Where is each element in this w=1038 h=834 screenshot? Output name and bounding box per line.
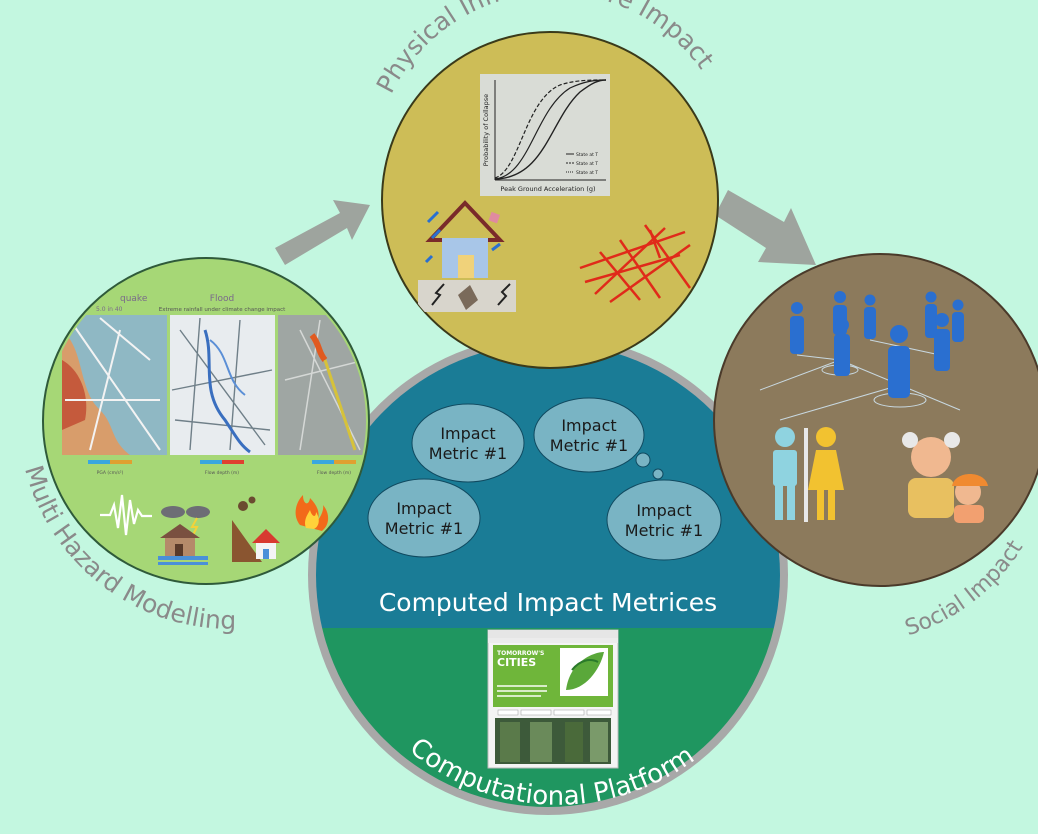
metric-bubble-2-line1: Impact bbox=[561, 416, 616, 435]
hazard-map-title-quake: quake bbox=[120, 294, 148, 304]
metric-bubble-3-line2: Metric #1 bbox=[385, 519, 463, 538]
people-network-icon bbox=[759, 291, 964, 421]
hazard-map-caption-quake: PGA (cm/s²) bbox=[97, 470, 124, 476]
fragility-legend-3: State at T bbox=[576, 170, 598, 176]
metric-bubble-1: Impact Metric #1 bbox=[411, 403, 525, 483]
fragility-curve-chart: Probability of Collapse Peak Ground Acce… bbox=[480, 74, 610, 196]
metric-bubble-3-line1: Impact bbox=[396, 499, 451, 518]
landslide-house-icon bbox=[232, 496, 280, 562]
computed-metrics-label: Computed Impact Metrices bbox=[379, 588, 717, 617]
platform-window: TOMORROW'S CITIES bbox=[487, 629, 619, 769]
metric-bubble-2-line2: Metric #1 bbox=[550, 436, 628, 455]
hazard-circle: quake 5.0 in 40 Flood Extreme rainfall u… bbox=[42, 257, 370, 585]
metric-bubble-3: Impact Metric #1 bbox=[367, 478, 481, 558]
hazard-map-quake bbox=[62, 315, 167, 455]
thought-trail-dots bbox=[635, 452, 664, 480]
metric-bubble-4-line1: Impact bbox=[636, 501, 691, 520]
fragility-ylabel: Probability of Collapse bbox=[482, 94, 490, 166]
hazard-map-title-flood: Flood bbox=[210, 294, 234, 304]
hazard-map-debris bbox=[278, 315, 366, 455]
hazard-map-flood bbox=[170, 315, 275, 455]
hazard-map-caption-debris: Flow depth (m) bbox=[317, 470, 351, 476]
metric-bubble-1-line1: Impact bbox=[440, 424, 495, 443]
seismic-wave-icon bbox=[100, 494, 152, 536]
platform-logo-line2: CITIES bbox=[497, 656, 536, 669]
metric-bubbles: Impact Metric #1 Impact Metric #1 Impact… bbox=[367, 397, 722, 561]
fragility-xlabel: Peak Ground Acceleration (g) bbox=[500, 185, 595, 193]
infrastructure-circle: Probability of Collapse Peak Ground Acce… bbox=[381, 31, 719, 369]
gender-icon bbox=[773, 427, 844, 522]
metric-bubble-1-line2: Metric #1 bbox=[429, 444, 507, 463]
metric-bubble-2: Impact Metric #1 bbox=[533, 397, 645, 473]
hazard-map-subtitle-flood: Extreme rainfall under climate change im… bbox=[159, 307, 286, 313]
hazard-map-subtitle-quake: 5.0 in 40 bbox=[96, 306, 123, 313]
hazard-map-caption-flood: Flow depth (m) bbox=[205, 470, 239, 476]
platform-logo-line1: TOMORROW'S bbox=[497, 650, 544, 657]
metric-bubble-4-line2: Metric #1 bbox=[625, 521, 703, 540]
damaged-house-icon bbox=[418, 200, 516, 312]
hazard-map-colorbars bbox=[88, 460, 356, 464]
fire-icon bbox=[295, 495, 329, 531]
social-circle bbox=[713, 253, 1038, 587]
elderly-child-icon bbox=[902, 432, 988, 523]
flood-house-icon bbox=[158, 506, 210, 565]
arrow-to-infrastructure bbox=[275, 200, 370, 265]
fragility-legend-1: State at T bbox=[576, 152, 598, 158]
fragility-legend-2: State at T bbox=[576, 161, 598, 167]
arrow-to-social bbox=[715, 190, 816, 265]
metric-bubble-4: Impact Metric #1 bbox=[606, 479, 722, 561]
road-network-icon bbox=[579, 224, 692, 304]
